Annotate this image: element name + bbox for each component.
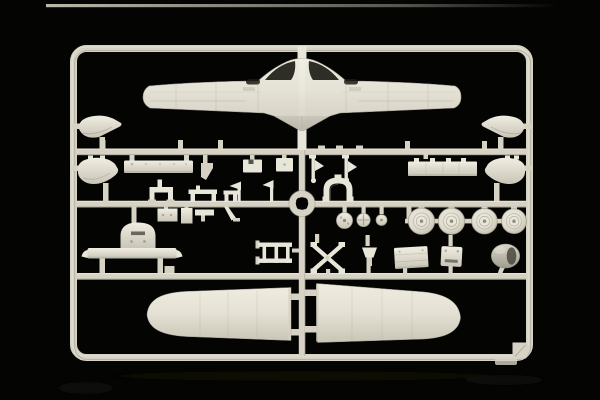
- engine-cowling: [490, 243, 520, 269]
- wheel-2: [437, 206, 466, 235]
- surface-reflections: [58, 371, 545, 394]
- fairing-upper-left: [72, 115, 122, 150]
- sprue-tab: [495, 358, 517, 365]
- accessory-box: [440, 246, 463, 267]
- fairing-upper-right: [481, 115, 531, 150]
- fairing-lower-right: [484, 155, 532, 201]
- cockpit-arch: [322, 174, 354, 202]
- dome-bulkhead: [81, 206, 183, 274]
- main-wheels: [407, 206, 527, 235]
- wing-half-bottom-left: [146, 287, 300, 341]
- wing-bottom-gate: [297, 129, 307, 150]
- seat-funnel: [362, 247, 377, 266]
- arch-cutout-left: [265, 61, 296, 80]
- injection-ring: [288, 189, 316, 218]
- wing-top-gate: [297, 46, 307, 60]
- wing-half-bottom-right: [304, 283, 461, 343]
- engine-block: [393, 246, 429, 269]
- wing-slot-right: [344, 79, 358, 85]
- x-brace: [310, 242, 345, 274]
- wing-one-piece-top: [142, 46, 462, 150]
- panel-group: [157, 206, 240, 224]
- small-brackets: [148, 154, 293, 203]
- corner-gusset: [512, 342, 529, 359]
- wheel-1: [407, 206, 436, 235]
- gear-strut-left: [309, 154, 324, 184]
- wheel-3: [471, 206, 498, 235]
- wheel-sub-runner: [405, 205, 527, 224]
- hub-discs: [336, 206, 388, 229]
- wheel-4: [501, 206, 527, 234]
- ladder-frame: [255, 240, 300, 265]
- arch-cutout-right: [308, 61, 339, 80]
- fairing-lower-left: [71, 155, 119, 202]
- spar-bar: [124, 155, 193, 173]
- stringer-panel: [408, 154, 477, 176]
- edge-of-neighbor-sprue: [46, 4, 558, 8]
- wing-slot-left: [246, 79, 260, 85]
